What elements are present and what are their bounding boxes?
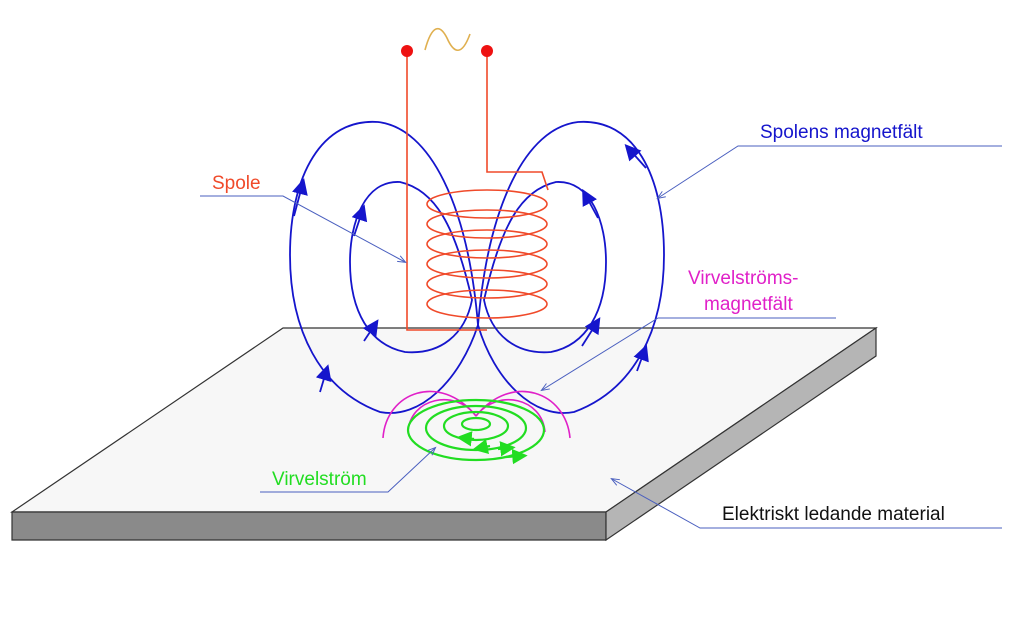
leader-eddy-field [540,317,836,392]
eddy-field-arc-outer-left [382,390,477,439]
leader-coil [200,195,407,263]
terminal-left-dot-icon [401,45,413,57]
eddy-current [406,398,546,465]
leader-material [610,477,1002,529]
field-loop-right-outer [477,121,665,414]
label-eddy-current: Virvelström [272,469,367,490]
coil-lead-right [486,52,549,191]
leader-lines [200,145,1002,529]
plate-front-face [11,511,607,541]
field-arrow-3 [351,204,368,237]
coil [406,52,549,331]
eddy-arrow-2 [472,438,491,455]
leader-eddy-current [260,446,437,493]
eddy-arrow-4 [497,441,516,457]
terminal-right-dot-icon [481,45,493,57]
field-arrow-7 [582,188,599,219]
leader-coil-field [656,145,1002,200]
field-arrow-8 [581,317,601,347]
sine-wave-icon [424,27,471,52]
field-arrow-2 [315,364,332,393]
conductive-plate [10,326,878,542]
eddy-ring-outer [406,398,546,462]
eddy-field-arc-outer-right [475,390,571,439]
field-loop-left-outer [289,121,479,414]
eddy-ring-core [460,416,492,432]
label-eddy-field-line2: magnetfält [704,294,793,315]
field-arrow-6 [633,344,649,372]
label-material: Elektriskt ledande material [722,504,945,525]
plate-side-face [605,326,877,542]
coil-lead-left [406,52,487,331]
eddy-arrow-1 [505,448,528,465]
label-coil-field: Spolens magnetfält [760,122,923,143]
field-loop-left-inner [349,181,473,354]
field-loop-right-inner [483,181,607,354]
eddy-arrow-3 [456,431,475,447]
field-arrow-1 [292,178,308,217]
field-arrow-4 [362,319,379,342]
coil-magnetic-field [289,121,665,414]
label-eddy-field-line1: Virvelströms- [688,268,799,289]
field-arrow-5 [624,143,647,169]
coil-windings [426,189,548,319]
label-coil: Spole [212,173,261,194]
